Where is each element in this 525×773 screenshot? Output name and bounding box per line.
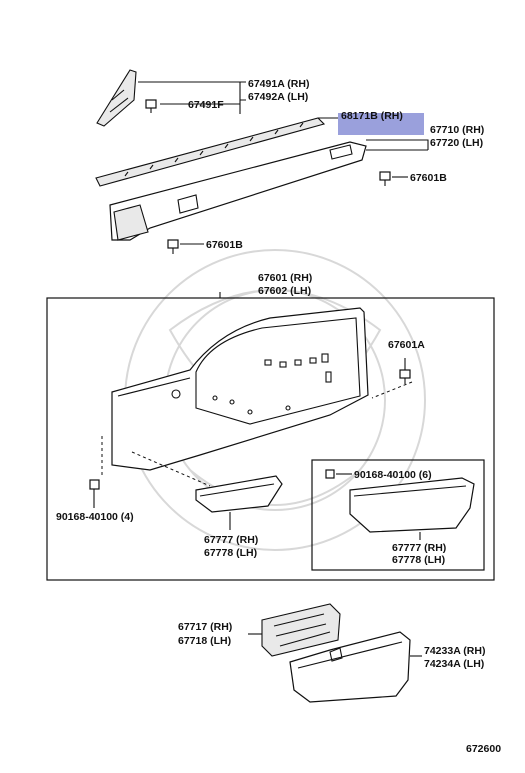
leader-67710 — [366, 139, 429, 151]
upper-door-trim — [109, 141, 367, 241]
label-67720: 67720 (LH) — [430, 137, 483, 149]
label-67601a: 67601A — [388, 339, 425, 351]
belt-molding — [95, 117, 326, 187]
label-90168-a: 90168-40100 (4) — [56, 511, 134, 523]
page-code: 672600 — [466, 743, 501, 755]
label-90168-b: 90168-40100 (6) — [354, 469, 432, 481]
label-67601b-right: 67601B — [410, 172, 447, 184]
dash-67601a — [371, 381, 413, 399]
label-67778-a: 67778 (LH) — [204, 547, 257, 559]
label-67710: 67710 (RH) — [430, 124, 484, 136]
armrest — [289, 631, 411, 703]
screw-90168-a — [89, 479, 100, 496]
label-67777-a: 67777 (RH) — [204, 534, 258, 546]
label-67491a: 67491A (RH) — [248, 78, 309, 90]
pull-handle-left — [195, 475, 283, 513]
label-67492a: 67492A (LH) — [248, 91, 308, 103]
highlight-68171b — [338, 113, 424, 135]
label-67777-b: 67777 (RH) — [392, 542, 446, 554]
screw-90168-b — [325, 469, 335, 479]
label-67717: 67717 (RH) — [178, 621, 232, 633]
label-74233a: 74233A (RH) — [424, 645, 485, 657]
label-67601b-left: 67601B — [206, 239, 243, 251]
label-67491f: 67491F — [188, 99, 224, 111]
label-67602: 67602 (LH) — [258, 285, 311, 297]
label-67718: 67718 (LH) — [178, 635, 231, 647]
dash-pull-handle — [131, 451, 211, 487]
quarter-trim-piece — [96, 69, 137, 127]
door-trim-board — [111, 307, 369, 471]
inset-frame — [311, 459, 485, 571]
label-67778-b: 67778 (LH) — [392, 554, 445, 566]
pull-handle-right — [349, 477, 475, 533]
clip-67601a — [399, 369, 411, 384]
clip-67601b-right — [379, 171, 391, 186]
door-trim-frame — [46, 297, 495, 581]
clip-67491f — [145, 99, 157, 113]
switch-bezel — [261, 603, 341, 657]
label-74234a: 74234A (LH) — [424, 658, 484, 670]
leader-67491 — [138, 81, 246, 114]
label-67601: 67601 (RH) — [258, 272, 312, 284]
clip-67601b-left — [167, 239, 179, 254]
label-68171b: 68171B (RH) — [341, 110, 403, 122]
